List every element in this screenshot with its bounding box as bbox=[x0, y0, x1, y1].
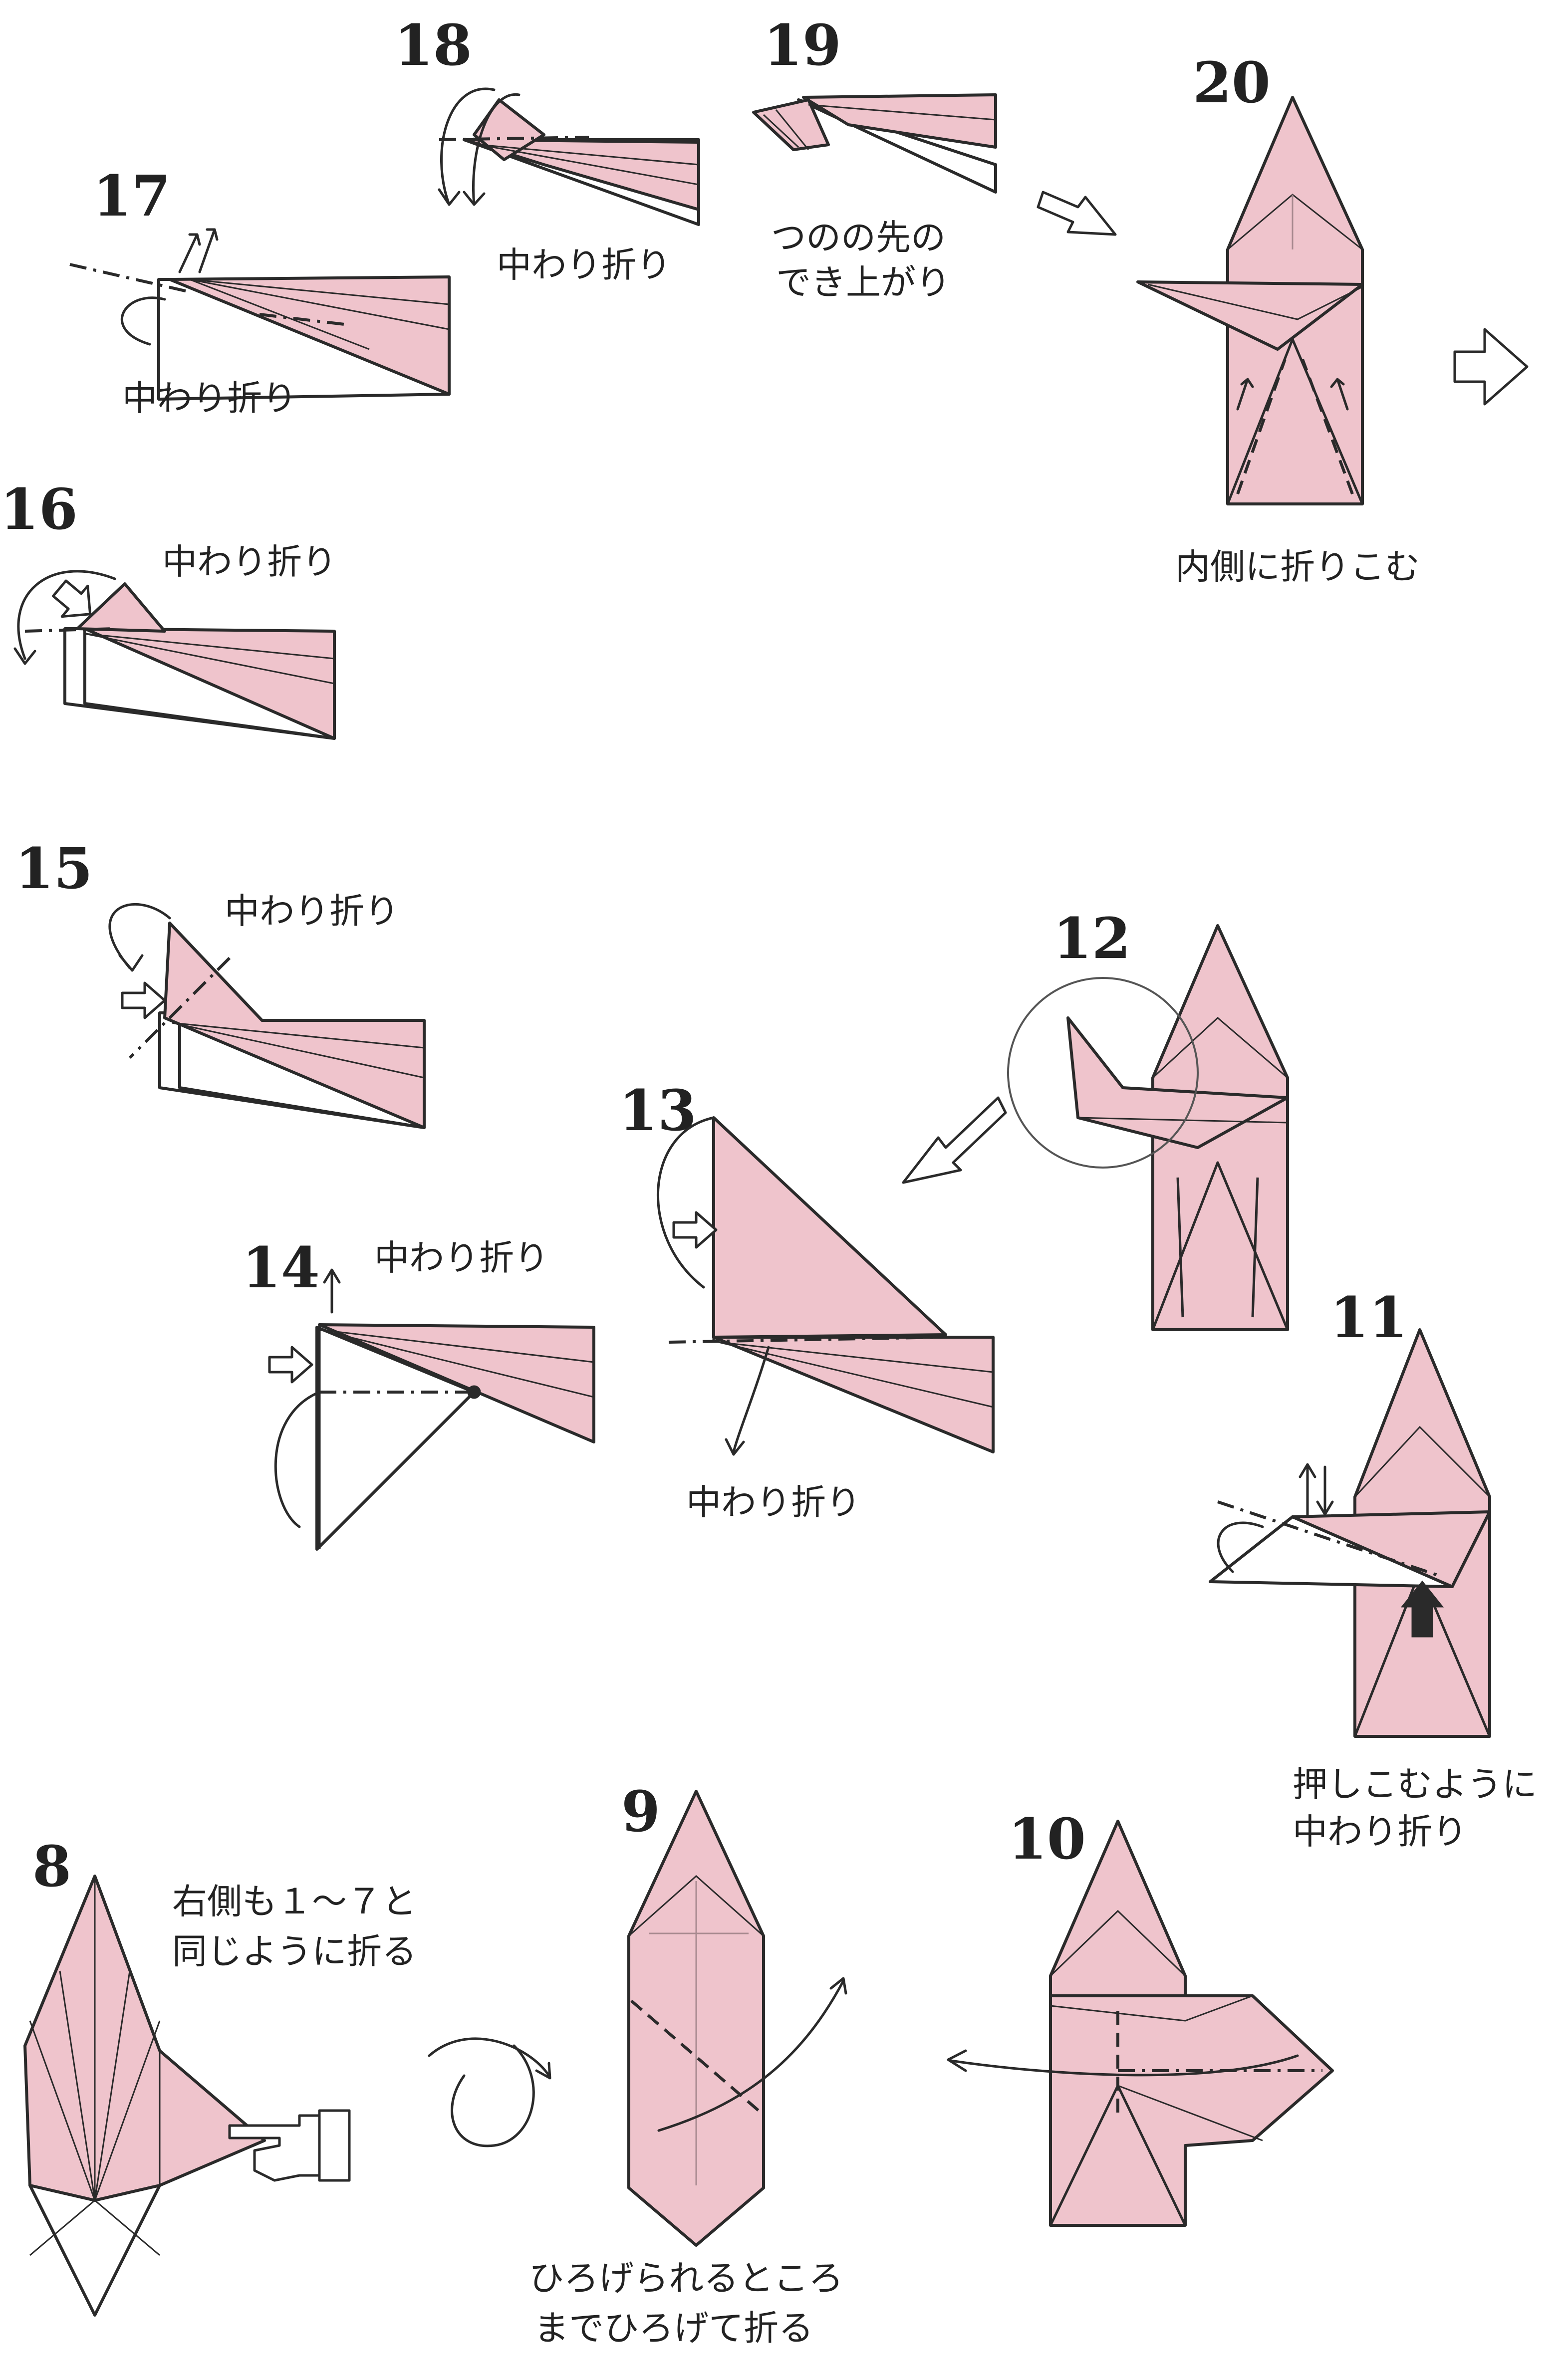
step-12: 12 bbox=[902, 906, 1289, 1331]
paper-triangle bbox=[712, 1116, 947, 1339]
fold-arrow bbox=[108, 903, 171, 972]
step-19: 19 つのの先の でき上がり bbox=[752, 13, 1117, 303]
push-arrow-icon bbox=[1400, 1580, 1444, 1638]
paper-horn bbox=[1291, 1510, 1491, 1588]
step-caption: ひろげられるところ bbox=[529, 2258, 843, 2299]
paper-horn bbox=[76, 582, 166, 633]
step-caption: 中わり折り bbox=[374, 1237, 549, 1278]
step-13: 13 中わり折り bbox=[619, 1078, 995, 1523]
step-number: 16 bbox=[0, 477, 78, 542]
paper-flap bbox=[168, 275, 451, 396]
step-11: 11 押しこむように 中わり折り bbox=[1209, 1285, 1537, 1852]
paper-body bbox=[23, 1875, 266, 2202]
fold-arrow bbox=[274, 1391, 321, 1528]
fold-arrow bbox=[438, 87, 496, 206]
fold-arrow bbox=[13, 570, 116, 665]
step-caption: 右側も１～７と bbox=[172, 1881, 417, 1922]
paper-horn-tip bbox=[752, 98, 830, 151]
paper-flap bbox=[163, 922, 426, 1129]
step-20: 20 内側に折りこむ bbox=[1136, 50, 1529, 587]
step-8: 8 右側も１～７と 同じように折る bbox=[23, 1834, 417, 2317]
fold-arrow bbox=[947, 2049, 1299, 2077]
step-caption: 中わり折り bbox=[497, 244, 671, 285]
step-17: 17 中わり折り bbox=[69, 164, 451, 419]
step-caption: でき上がり bbox=[776, 262, 951, 303]
step-18: 18 中わり折り bbox=[394, 13, 700, 285]
step-caption: 押しこむように bbox=[1293, 1764, 1537, 1805]
step-caption: 中わり折り bbox=[162, 541, 337, 582]
fold-arrow bbox=[657, 1977, 847, 2132]
push-arrow-icon bbox=[268, 1346, 313, 1384]
push-arrow-icon bbox=[52, 579, 92, 618]
step-caption: つのの先の bbox=[771, 217, 946, 258]
step-number: 15 bbox=[15, 836, 93, 902]
zoom-arrow-icon bbox=[902, 1096, 1007, 1184]
step-16: 16 中わり折り bbox=[0, 477, 337, 740]
next-page-arrow-icon bbox=[1453, 328, 1529, 406]
zoom-circle bbox=[1007, 977, 1199, 1169]
pointing-hand-icon bbox=[228, 2109, 351, 2182]
step-number: 18 bbox=[394, 13, 472, 78]
push-arrow-icon bbox=[121, 981, 166, 1019]
paper-flap bbox=[83, 627, 336, 740]
paper-underside bbox=[28, 2184, 161, 2317]
step-number: 17 bbox=[93, 164, 171, 229]
step-number: 10 bbox=[1008, 1807, 1086, 1872]
step-15: 15 中わり折り bbox=[15, 836, 426, 1129]
step-caption: 中わり折り bbox=[225, 891, 399, 932]
fold-arrow bbox=[656, 1116, 715, 1289]
fold-arrow bbox=[178, 233, 201, 273]
step-caption: 中わり折り bbox=[686, 1482, 861, 1523]
step-10: 10 bbox=[947, 1807, 1334, 2227]
step-number: 19 bbox=[764, 13, 841, 78]
paper-horn bbox=[1136, 280, 1364, 351]
step-14: 14 中わり折り bbox=[242, 1235, 595, 1551]
step-caption: 内側に折りこむ bbox=[1175, 546, 1420, 587]
step-number: 9 bbox=[621, 1779, 660, 1845]
push-arrow-icon bbox=[672, 1211, 718, 1249]
paper-horn bbox=[1066, 1016, 1289, 1149]
paper-flap bbox=[712, 1336, 995, 1453]
step-caption: 同じように折る bbox=[172, 1931, 417, 1972]
step-caption: までひろげて折る bbox=[534, 2308, 813, 2349]
step-caption: 中わり折り bbox=[122, 378, 297, 419]
step-caption: 中わり折り bbox=[1293, 1811, 1467, 1852]
next-step-arrow-icon bbox=[1037, 191, 1117, 236]
turn-over-icon bbox=[428, 2037, 551, 2147]
paper-flap bbox=[463, 138, 700, 211]
step-number: 11 bbox=[1330, 1285, 1408, 1351]
step-number: 14 bbox=[242, 1235, 320, 1301]
step-number: 20 bbox=[1193, 50, 1271, 116]
step-9: 9 ひろげられるところ までひろげて折る bbox=[529, 1779, 847, 2349]
step-number: 13 bbox=[619, 1078, 697, 1144]
paper-body bbox=[1049, 1994, 1334, 2227]
step-number: 8 bbox=[32, 1834, 71, 1900]
paper-underside bbox=[315, 1326, 476, 1551]
fold-arrow bbox=[120, 296, 166, 346]
step-number: 12 bbox=[1053, 906, 1131, 971]
